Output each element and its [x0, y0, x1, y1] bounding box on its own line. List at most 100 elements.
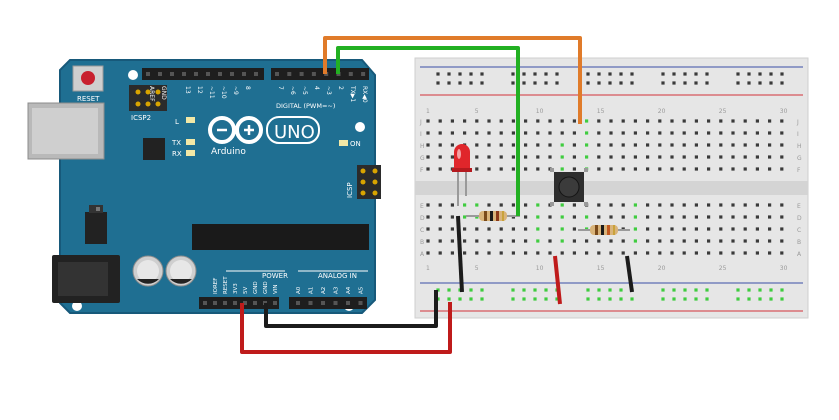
l-label: L	[175, 118, 179, 126]
mount-hole	[355, 122, 365, 132]
breadboard-hole	[560, 143, 564, 147]
breadboard-hole	[511, 203, 515, 207]
analog-pin-label: A5	[359, 286, 365, 294]
breadboard-hole	[658, 119, 662, 123]
rail-hole	[672, 297, 676, 301]
l-led	[186, 117, 195, 123]
breadboard-hole	[450, 227, 454, 231]
icsp-label: ICSP	[346, 182, 354, 198]
breadboard-hole	[585, 239, 589, 243]
breadboard-hole	[670, 167, 674, 171]
breadboard-hole	[609, 155, 613, 159]
breadboard-hole	[609, 251, 613, 255]
column-number: 15	[597, 108, 605, 115]
rail-hole	[758, 81, 762, 85]
breadboard-hole	[475, 167, 479, 171]
mount-hole	[72, 301, 82, 311]
breadboard-hole	[694, 155, 698, 159]
breadboard-hole	[438, 167, 442, 171]
breadboard-hole	[658, 155, 662, 159]
digital-pin-label: ~3	[325, 86, 332, 95]
rail-hole	[705, 297, 709, 301]
column-number: 1	[426, 108, 430, 115]
breadboard-hole	[499, 155, 503, 159]
breadboard-hole	[780, 251, 784, 255]
breadboard-hole	[646, 251, 650, 255]
rail-hole	[705, 72, 709, 76]
rail-hole	[447, 297, 451, 301]
breadboard-hole	[499, 131, 503, 135]
breadboard-hole	[450, 143, 454, 147]
breadboard-hole	[694, 167, 698, 171]
analog-header	[289, 297, 367, 309]
breadboard-hole	[438, 239, 442, 243]
row-letter: E	[797, 203, 801, 210]
breadboard-hole	[609, 215, 613, 219]
breadboard-hole	[560, 119, 564, 123]
column-number: 20	[658, 265, 666, 272]
breadboard-hole	[609, 167, 613, 171]
breadboard-hole	[755, 215, 759, 219]
breadboard-hole	[682, 227, 686, 231]
rail-hole	[555, 81, 559, 85]
breadboard-hole	[585, 155, 589, 159]
tx-led	[186, 139, 195, 145]
breadboard-hole	[633, 119, 637, 123]
breadboard-hole	[768, 227, 772, 231]
power-pin-label: 5V	[243, 287, 249, 294]
breadboard-hole	[499, 203, 503, 207]
breadboard-hole	[548, 215, 552, 219]
breadboard-hole	[682, 251, 686, 255]
breadboard-hole	[536, 143, 540, 147]
wire-red-power	[240, 302, 452, 354]
rail-hole	[458, 81, 462, 85]
power-header	[199, 297, 279, 309]
digital-pin-label: ~11	[208, 86, 215, 99]
breadboard-hole	[536, 131, 540, 135]
digital-pin-label: ~9	[232, 86, 239, 95]
rail-hole	[630, 72, 634, 76]
reset-button[interactable]	[81, 71, 95, 85]
red-led	[452, 144, 472, 206]
breadboard-hole	[499, 251, 503, 255]
breadboard-hole	[707, 227, 711, 231]
breadboard-hole	[621, 167, 625, 171]
breadboard-hole	[670, 155, 674, 159]
breadboard-hole	[499, 227, 503, 231]
rail-hole	[511, 288, 515, 292]
breadboard-hole	[780, 167, 784, 171]
breadboard-hole	[731, 143, 735, 147]
uno-label: UNO	[274, 122, 315, 143]
column-number: 15	[597, 265, 605, 272]
breadboard-hole	[780, 155, 784, 159]
breadboard-hole	[426, 155, 430, 159]
row-letter: J	[419, 119, 422, 126]
breadboard-hole	[658, 167, 662, 171]
breadboard-hole	[682, 239, 686, 243]
rail-hole	[608, 288, 612, 292]
rail-hole	[694, 297, 698, 301]
breadboard-hole	[633, 203, 637, 207]
breadboard-hole	[646, 227, 650, 231]
digital-pin-label: 13	[184, 86, 191, 94]
rail-hole	[608, 81, 612, 85]
column-number: 25	[719, 108, 727, 115]
rail-hole	[544, 72, 548, 76]
breadboard-hole	[487, 227, 491, 231]
rail-hole	[586, 297, 590, 301]
breadboard-hole	[646, 203, 650, 207]
breadboard-hole	[768, 131, 772, 135]
breadboard-hole	[633, 143, 637, 147]
breadboard-hole	[621, 143, 625, 147]
breadboard-hole	[609, 203, 613, 207]
row-letter: A	[797, 251, 802, 258]
digital-pin-label: ~6	[289, 86, 296, 95]
breadboard-hole	[682, 167, 686, 171]
pushbutton[interactable]	[550, 168, 588, 206]
breadboard-hole	[487, 203, 491, 207]
breadboard-hole	[475, 119, 479, 123]
breadboard-hole	[499, 143, 503, 147]
breadboard-hole	[755, 251, 759, 255]
